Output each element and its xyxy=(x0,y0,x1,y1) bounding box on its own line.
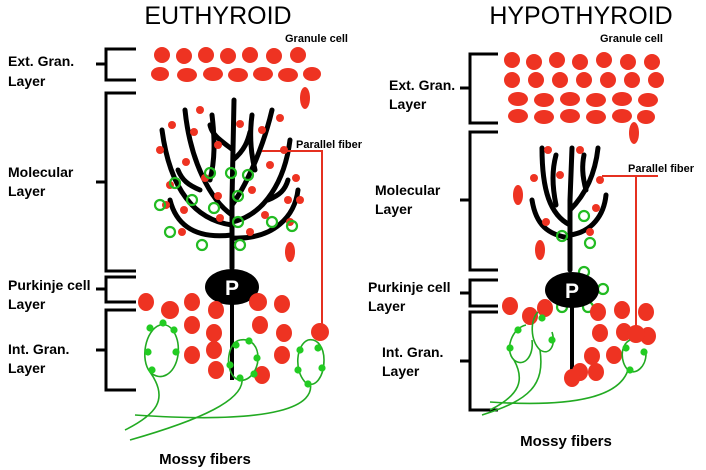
int-gran-bracket xyxy=(460,310,498,412)
granule-cell xyxy=(228,68,248,82)
ext-gran-label-2: Layer xyxy=(389,96,427,112)
purkinje-soma xyxy=(205,269,259,305)
euthyroid-ext-granule-cells xyxy=(151,47,321,109)
purkinje-layer-label-2: Layer xyxy=(8,296,46,312)
int-gran-label: Int. Gran. xyxy=(382,344,443,360)
granule-cell xyxy=(198,47,214,63)
hypothyroid-int-granule-cells xyxy=(502,297,656,387)
hypothyroid-molecular-granules xyxy=(513,146,604,260)
molecular-label: Molecular xyxy=(375,182,441,198)
parallel-fiber-label: Parallel fiber xyxy=(628,163,695,175)
granule-cell xyxy=(303,67,321,81)
molecular-label-2: Layer xyxy=(375,201,413,217)
granule-cell xyxy=(266,48,282,64)
hypothyroid-panel: HYPOTHYROID Ext. Gran. Layer Molecular L… xyxy=(368,2,695,450)
euthyroid-mossy-fibers xyxy=(124,319,326,441)
euthyroid-int-granule-cells xyxy=(138,293,329,384)
parallel-fiber-label: Parallel fiber xyxy=(296,139,363,151)
granule-cell-label: Granule cell xyxy=(285,33,348,45)
ext-gran-label: Ext. Gran. xyxy=(389,77,455,93)
ext-gran-label-2: Layer xyxy=(8,73,46,89)
euthyroid-purkinje-dendrites xyxy=(159,97,301,271)
purkinje-bracket xyxy=(460,278,498,308)
int-gran-label-2: Layer xyxy=(382,363,420,379)
migrating-granule-cell xyxy=(300,87,310,109)
hypothyroid-purkinje-cell: P xyxy=(545,272,599,370)
molecular-bracket xyxy=(96,91,136,273)
purkinje-p-label: P xyxy=(225,277,239,300)
molecular-bracket xyxy=(460,130,498,272)
euthyroid-title: EUTHYROID xyxy=(144,2,291,30)
hypothyroid-layer-labels: Ext. Gran. Layer Molecular Layer Purkinj… xyxy=(368,77,455,379)
purkinje-layer-label: Purkinje cell xyxy=(368,279,450,295)
granule-cell-label: Granule cell xyxy=(600,33,663,45)
hypothyroid-layer-brackets xyxy=(460,52,498,412)
hypothyroid-parallel-fiber: Parallel fiber xyxy=(602,163,695,330)
granule-cell xyxy=(242,47,258,63)
granule-cell xyxy=(151,67,169,81)
int-gran-label: Int. Gran. xyxy=(8,341,69,357)
euthyroid-parallel-fiber: Parallel fiber xyxy=(262,139,363,328)
mossy-fibers-label: Mossy fibers xyxy=(520,433,612,450)
hypothyroid-title: HYPOTHYROID xyxy=(489,2,672,30)
euthyroid-synapses xyxy=(153,166,299,252)
purkinje-layer-label: Purkinje cell xyxy=(8,277,90,293)
granule-cell xyxy=(220,48,236,64)
ext-gran-label: Ext. Gran. xyxy=(8,53,74,69)
euthyroid-layer-labels: Ext. Gran. Layer Molecular Layer Purkinj… xyxy=(8,53,90,376)
purkinje-bracket xyxy=(96,275,136,304)
molecular-label: Molecular xyxy=(8,164,74,180)
purkinje-soma xyxy=(545,272,599,308)
ext-gran-bracket xyxy=(96,47,136,82)
hypothyroid-mossy-fibers xyxy=(481,311,648,416)
purkinje-p-label: P xyxy=(565,280,579,303)
granule-cell xyxy=(290,47,306,63)
molecular-label-2: Layer xyxy=(8,183,46,199)
granule-cell xyxy=(154,47,170,63)
euthyroid-layer-brackets xyxy=(96,47,136,392)
int-gran-label-2: Layer xyxy=(8,360,46,376)
euthyroid-panel: EUTHYROID Ext. Gran. Layer Molecular Lay… xyxy=(8,2,363,468)
granule-cell xyxy=(177,68,197,82)
purkinje-layer-label-2: Layer xyxy=(368,298,406,314)
mossy-fibers-label: Mossy fibers xyxy=(159,451,251,468)
migrating-granule-cell xyxy=(629,122,639,144)
granule-cell xyxy=(253,67,273,81)
ext-gran-bracket xyxy=(460,52,498,125)
hypothyroid-purkinje-dendrites xyxy=(529,145,609,273)
granule-cell xyxy=(203,67,223,81)
granule-cell xyxy=(176,48,192,64)
granule-cell xyxy=(278,68,298,82)
hypothyroid-ext-granule-cells xyxy=(504,52,664,144)
int-gran-bracket xyxy=(96,308,136,392)
